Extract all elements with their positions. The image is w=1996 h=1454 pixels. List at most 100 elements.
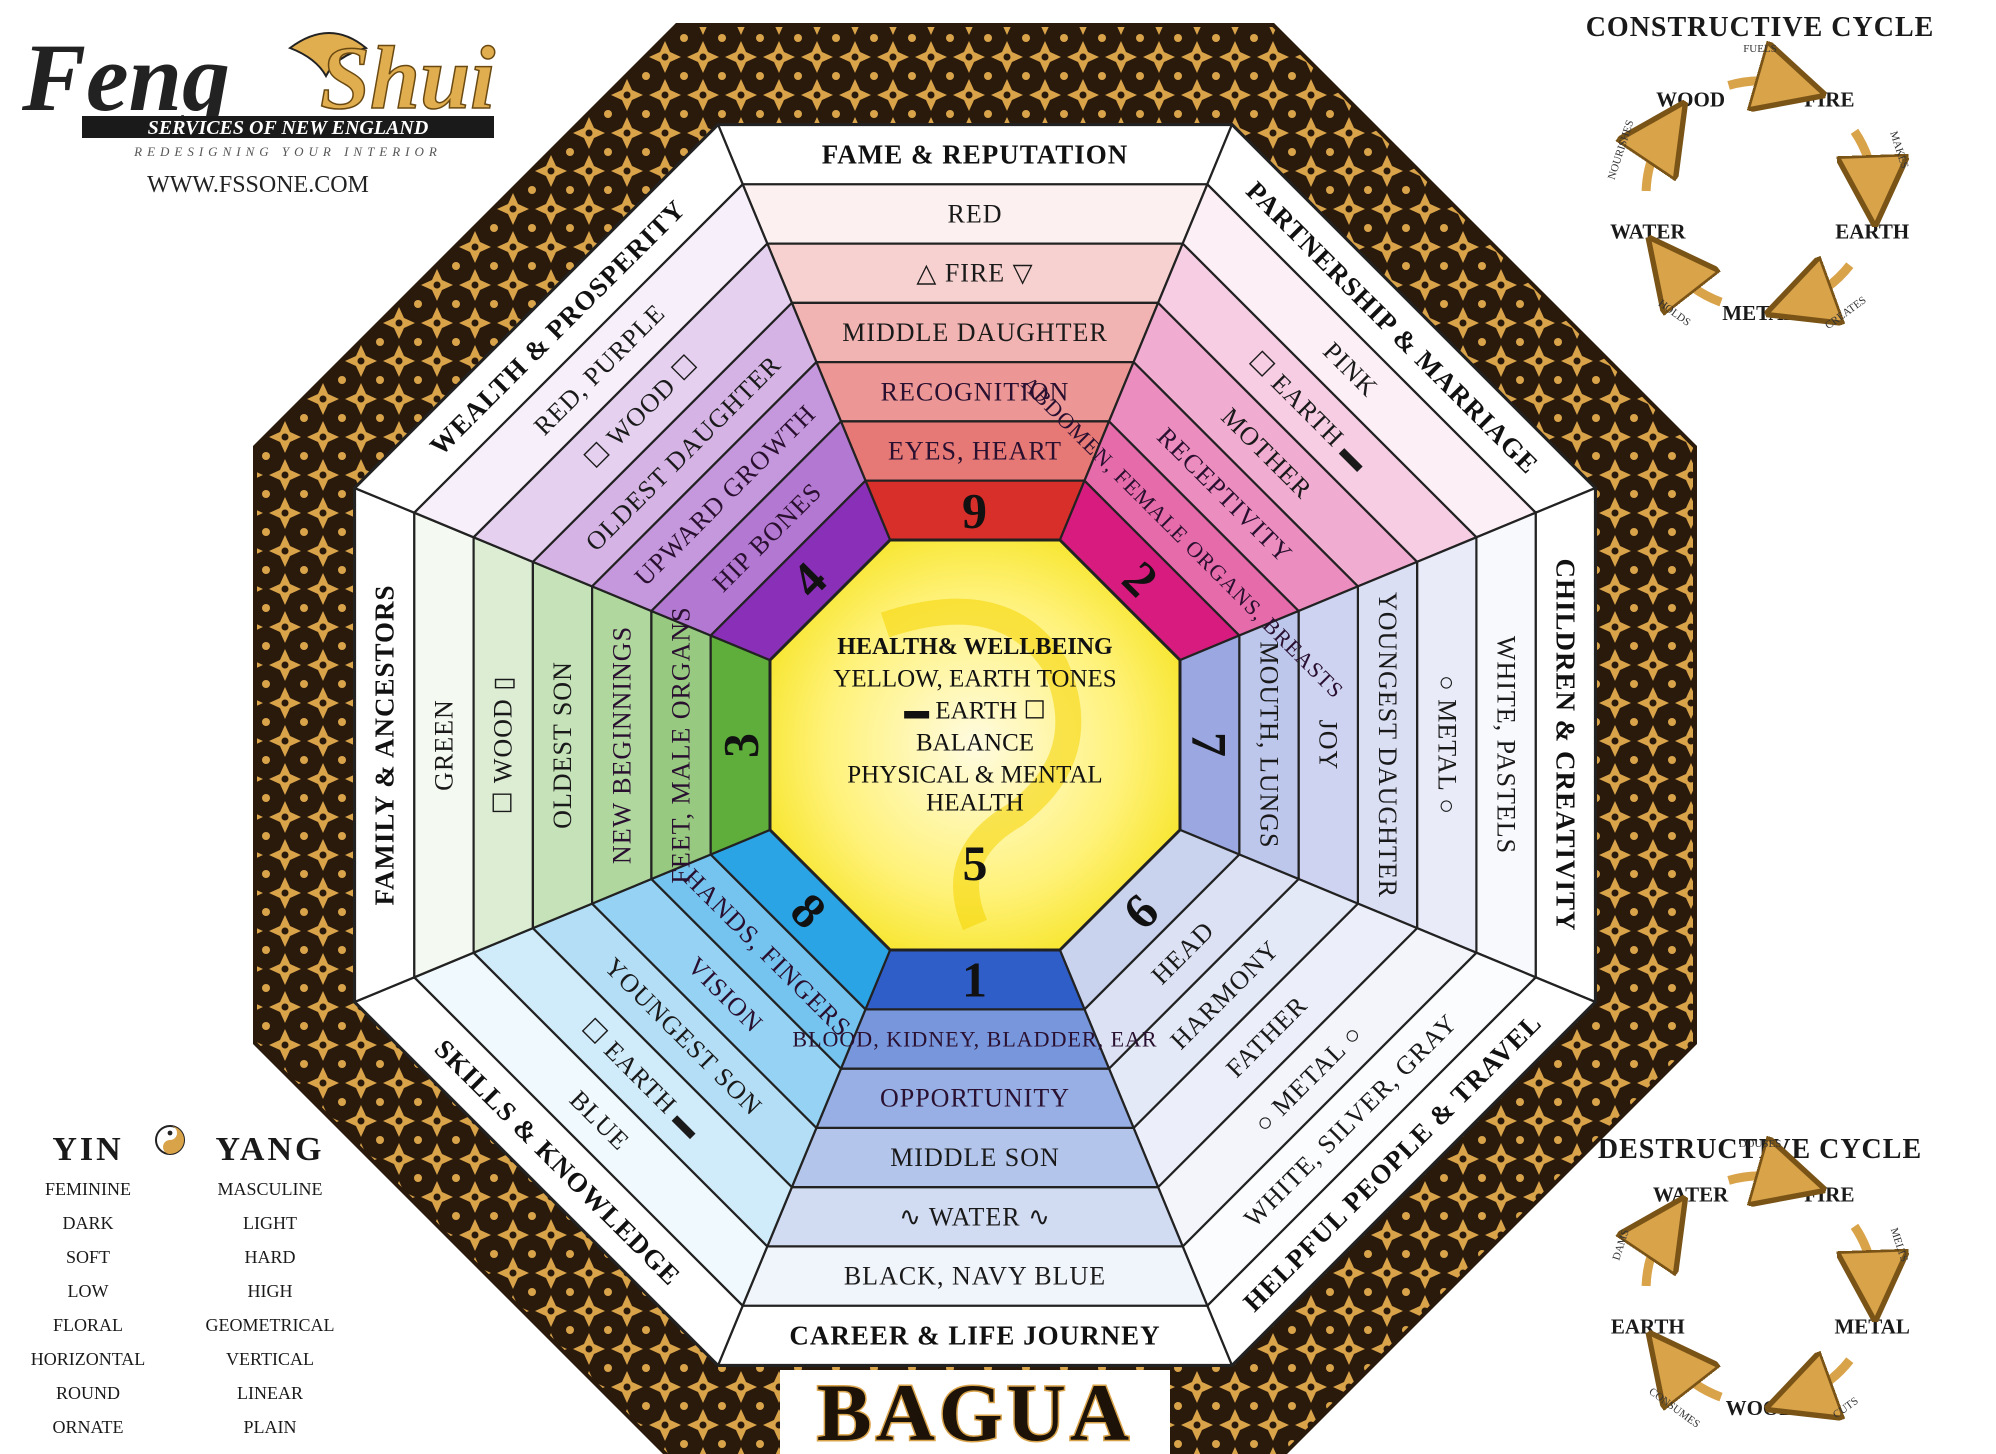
cycle-verb-consumes: CONSUMES	[1646, 1386, 1702, 1431]
yang-item: LINEAR	[237, 1383, 303, 1403]
destructive-cycle: DESTRUCTIVE CYCLEFIREMETALWOODEARTHWATER…	[1598, 1134, 1921, 1431]
center-line-3: BALANCE	[916, 730, 1034, 757]
area-row-children-3: JOY	[1314, 720, 1343, 771]
bagua-sectors	[353, 123, 1597, 1367]
cycle-arrow-icon	[1727, 1176, 1792, 1180]
cycle-node-earth: EARTH	[1611, 1315, 1685, 1339]
cycle-arrow-icon	[1646, 131, 1665, 192]
yang-item: GEOMETRICAL	[206, 1315, 335, 1335]
center-line-1: YELLOW, EARTH TONES	[833, 666, 1116, 693]
center-line-5: HEALTH	[926, 790, 1024, 817]
cycle-arrow-icon	[1855, 1223, 1874, 1286]
center-octagon	[768, 538, 1182, 952]
bagua-title-badge: BAGUA	[780, 1366, 1170, 1454]
yin-item: HORIZONTAL	[31, 1349, 146, 1369]
cycle-verb-douses: DOUSES	[1739, 1138, 1782, 1150]
area-title-fame: FAME & REPUTATION	[822, 140, 1129, 170]
sector-partnership	[1058, 123, 1597, 662]
center-yin-yang-watermark	[880, 598, 1082, 931]
cycle-verb-creates: CREATES	[1823, 294, 1869, 332]
center-line-4: PHYSICAL & MENTAL	[847, 762, 1102, 789]
logo-company-band	[82, 116, 494, 138]
area-row-children-2: YOUNGEST DAUGHTER	[1373, 592, 1402, 898]
cycle-arrow-icon	[1727, 81, 1792, 85]
cycle-verb-melts: MELTS	[1888, 1226, 1910, 1263]
area-row-family-4: FEET, MALE ORGANS	[667, 606, 696, 883]
yang-item: STRAIGHT	[226, 1451, 315, 1454]
logo-company: SERVICES OF NEW ENGLAND	[148, 117, 429, 139]
area-row-family-1: ☐ WOOD ▯	[489, 675, 518, 814]
cycle-node-wood: WOOD	[1726, 1396, 1795, 1420]
area-title-family: FAMILY & ANCESTORS	[370, 584, 400, 905]
cycle-verb-nourishes: NOURISHES	[1606, 119, 1636, 181]
yang-item: VERTICAL	[226, 1349, 314, 1369]
cycle-verb-dams: DAMS	[1610, 1228, 1631, 1262]
bagua-title: BAGUA	[817, 1367, 1133, 1454]
cycle-node-water: WATER	[1653, 1183, 1729, 1207]
cycle-title: CONSTRUCTIVE CYCLE	[1586, 12, 1935, 43]
logo-brand-right: Shui	[320, 29, 495, 128]
yin-item: FEMININE	[45, 1179, 131, 1199]
sector-family	[353, 486, 772, 1004]
company-logo: Feng Shui SERVICES OF NEW ENGLAND REDESI…	[21, 24, 496, 198]
center-line-0: HEALTH& WELLBEING	[837, 634, 1113, 660]
area-title-children: CHILDREN & CREATIVITY	[1550, 558, 1580, 931]
yin-yang-table: YIN YANG FEMININEDARKSOFTLOWFLORALHORIZO…	[31, 1125, 335, 1454]
sector-wealth	[353, 123, 892, 662]
sector-helpful	[1058, 828, 1597, 1367]
logo-url[interactable]: WWW.FSSONE.COM	[147, 172, 369, 198]
sector-skills	[353, 828, 892, 1367]
area-row-fame-2: MIDDLE DAUGHTER	[842, 318, 1108, 347]
area-row-children-4: MOUTH, LUNGS	[1254, 642, 1283, 849]
cycle-arrow-icon	[1670, 265, 1723, 302]
yin-item: ROUND	[56, 1383, 120, 1403]
yin-title: YIN	[52, 1131, 123, 1168]
cycle-verb-fuels: FUELS	[1743, 43, 1777, 55]
yang-item: HARD	[244, 1247, 295, 1267]
area-number-career: 1	[962, 952, 988, 1008]
yin-item: SOFT	[66, 1247, 110, 1267]
center-line-2: ▬ EARTH ☐	[904, 698, 1046, 725]
cycle-arrow-icon	[1799, 1360, 1854, 1397]
area-row-children-1: ○ METAL ○	[1432, 675, 1461, 815]
center-number: 5	[963, 835, 988, 891]
area-row-family-0: GREEN	[429, 699, 458, 791]
area-row-fame-4: EYES, HEART	[888, 437, 1062, 466]
area-title-career: CAREER & LIFE JOURNEY	[789, 1320, 1160, 1350]
yang-item: MASCULINE	[217, 1179, 322, 1199]
yang-item: PLAIN	[244, 1417, 297, 1437]
logo-tagline: REDESIGNING YOUR INTERIOR	[133, 144, 442, 159]
area-row-career-0: BLACK, NAVY BLUE	[844, 1262, 1106, 1291]
cycle-node-metal: METAL	[1834, 1315, 1909, 1339]
cycle-verb-holds: HOLDS	[1656, 297, 1693, 328]
cycle-node-fire: FIRE	[1804, 1183, 1854, 1207]
area-row-family-2: OLDEST SON	[548, 661, 577, 829]
cycle-verb-cuts: CUTS	[1831, 1395, 1861, 1421]
area-row-children-0: WHITE, PASTELS	[1492, 636, 1521, 854]
area-number-family: 3	[712, 732, 768, 758]
cycle-node-water: WATER	[1610, 220, 1686, 244]
cycle-node-metal: METAL	[1722, 301, 1797, 325]
cycle-verb-makes: MAKES	[1887, 130, 1910, 170]
yang-title: YANG	[216, 1131, 325, 1168]
yin-yang-symbol-icon	[155, 1125, 185, 1155]
yin-item: DARK	[62, 1213, 113, 1233]
yang-item: LIGHT	[243, 1213, 297, 1233]
cycle-node-earth: EARTH	[1835, 220, 1909, 244]
cycle-arrow-icon	[1670, 1360, 1723, 1397]
logo-brand-left: Feng	[21, 24, 230, 131]
yang-list: MASCULINE LIGHT HARD HIGH GEOMETRICAL VERTICA…	[206, 1179, 335, 1454]
area-row-career-2: MIDDLE SON	[890, 1143, 1060, 1172]
sector-children	[1178, 486, 1597, 1004]
center-health-area: HEALTH& WELLBEING YELLOW, EARTH TONES ▬ EA…	[768, 538, 1182, 952]
cycle-node-fire: FIRE	[1804, 88, 1854, 112]
yin-item: CURVED	[52, 1451, 125, 1454]
area-row-fame-0: RED	[948, 199, 1003, 228]
area-row-career-1: ∿ WATER ∿	[899, 1202, 1051, 1231]
yin-item: FLORAL	[53, 1315, 123, 1335]
yang-item: HIGH	[248, 1281, 293, 1301]
area-number-children: 7	[1182, 732, 1238, 758]
cycle-arrow-icon	[1855, 128, 1874, 191]
logo-swirl-icon	[287, 32, 369, 79]
